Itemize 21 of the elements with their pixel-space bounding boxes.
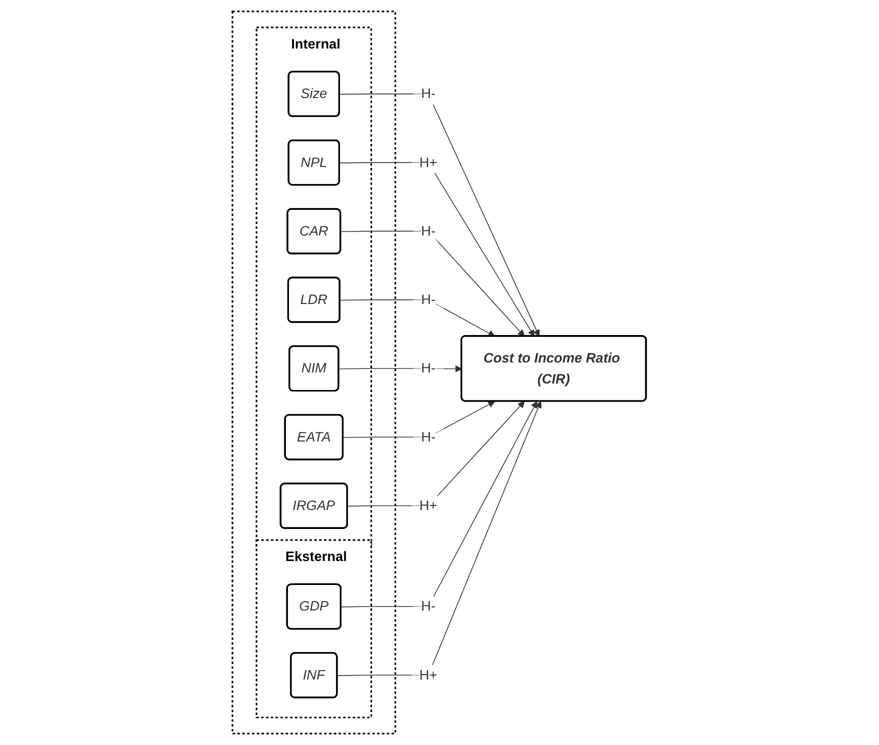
edge-label: H- [421,598,436,614]
cluster [256,26,372,549]
edge-label: H- [421,429,436,445]
arrow [347,401,525,507]
arrow [340,162,535,337]
cluster [256,539,372,718]
edge-label: H- [421,360,436,376]
edge-label: H- [421,223,436,239]
edge-label: H- [421,86,436,102]
edge-label: H+ [420,498,438,514]
arrow [337,401,542,676]
edge-label: H+ [420,667,438,683]
edge-label: H- [421,292,436,308]
arrow [338,365,462,372]
arrow [343,401,496,438]
arrow [341,401,538,608]
arrow [340,94,540,337]
edge-label: H+ [420,154,438,170]
arrow [340,230,525,337]
arrow [340,299,496,337]
cluster [232,10,396,734]
